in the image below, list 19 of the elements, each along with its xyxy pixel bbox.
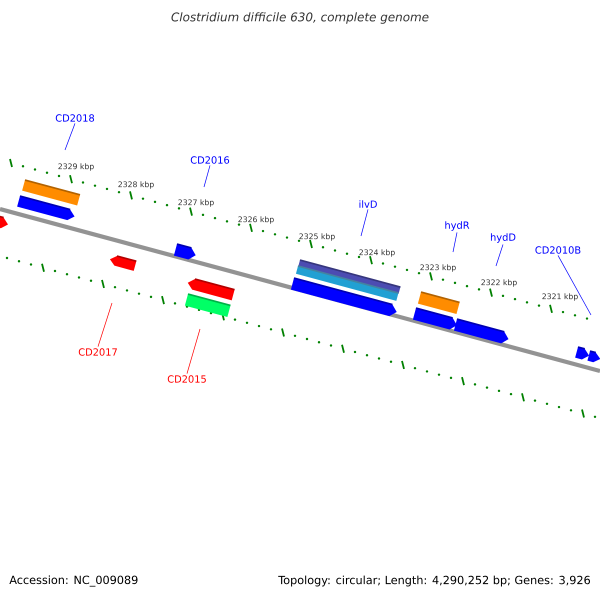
gene-label: CD2017 (78, 348, 117, 356)
gene-label: CD2010B (535, 246, 580, 254)
accession-text: Accession: NC_009089 (9, 575, 138, 587)
leader-line (360, 209, 368, 236)
leader-line (452, 232, 458, 252)
gene-label: hydR (445, 221, 470, 231)
gene-label: CD2018 (56, 114, 94, 122)
gene-label: ilvD (360, 200, 377, 208)
leader-line (204, 165, 210, 188)
gene-label: CD2016 (190, 156, 230, 164)
leader-line (64, 123, 76, 150)
leader-line (98, 302, 112, 347)
title: Clostridium difficile 630, complete genome (171, 12, 428, 24)
leader-line (186, 328, 200, 374)
gene-label: CD2015 (168, 375, 206, 383)
leader-line (558, 255, 592, 316)
gene-label: hydD (490, 233, 516, 243)
genome-info-text: Topology: circular; Length: 4,290,252 bp; Genes: 3,926 (278, 576, 590, 586)
leader-line (496, 244, 504, 266)
